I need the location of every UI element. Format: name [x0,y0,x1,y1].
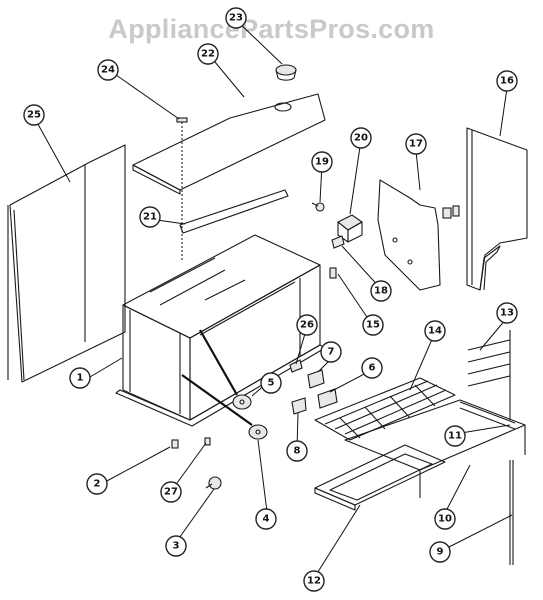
callout-5: 5 [260,372,282,394]
part-22-top-panel [132,93,326,195]
watermark: AppliancePartsPros.com [108,14,435,44]
part-10-base [344,399,526,498]
callout-9: 9 [429,541,451,563]
part-16-panel [466,127,528,291]
callout-12: 12 [303,570,325,592]
callout-1: 1 [69,367,91,389]
callout-label: 26 [300,320,314,331]
callout-label: 27 [164,487,178,498]
leader-lines [33,19,513,576]
callout-label: 14 [428,326,442,337]
part-12-grille [314,444,446,511]
part-11-rail [459,401,516,430]
part-23-cap [275,64,297,81]
part-21-rail [179,189,289,234]
callout-label: 13 [500,308,514,319]
part-27-clip [204,437,211,446]
cords [181,329,253,426]
callout-label: 21 [143,212,157,223]
callout-4: 4 [255,508,277,530]
part-24-clip [176,117,188,260]
callout-label: 18 [374,286,388,297]
part-17-plate [377,179,460,291]
callout-label: 17 [409,139,423,150]
callout-17: 17 [405,133,427,155]
callout-6: 6 [361,357,383,379]
callout-label: 25 [27,110,41,121]
callout-label: 3 [173,541,180,552]
callout-label: 8 [294,446,301,457]
callout-25: 25 [23,104,45,126]
callout-24: 24 [97,59,119,81]
part-9-strip [509,460,514,565]
callout-label: 24 [101,65,115,76]
callout-label: 20 [354,133,368,144]
callout-label: 12 [307,576,321,587]
callout-label: 5 [268,378,275,389]
part-14-grille [314,377,456,441]
callout-18: 18 [370,280,392,302]
part-15-clip [329,267,337,279]
callout-16: 16 [496,70,518,92]
callout-8: 8 [286,440,308,462]
part-2-clip [171,439,179,449]
callout-label: 2 [94,479,101,490]
part-5-bracket [232,394,252,410]
part-20-box [336,214,364,243]
callout-13: 13 [496,302,518,324]
part-7-plate [307,369,325,389]
callout-label: 6 [369,363,376,374]
callout-label: 10 [438,514,452,525]
callout-label: 22 [201,49,215,60]
part-1-cabinet [115,234,326,427]
callout-label: 16 [500,76,514,87]
callout-label: 1 [77,373,84,384]
callout-label: 4 [263,514,270,525]
part-6-plate [317,388,338,409]
callout-20: 20 [350,127,372,149]
callout-26: 26 [296,314,318,336]
part-18-clip [331,235,345,249]
part-3-fastener [205,476,222,490]
callout-label: 11 [448,431,462,442]
callout-23: 23 [225,7,247,29]
part-25-side-panel [7,144,126,383]
callout-14: 14 [424,320,446,342]
part-8-plate [291,397,307,415]
callout-label: 7 [328,347,335,358]
callout-19: 19 [311,151,333,173]
part-19-screw [311,202,325,212]
callout-2: 2 [86,473,108,495]
callout-11: 11 [444,425,466,447]
callout-7: 7 [320,341,342,363]
callout-15: 15 [362,314,384,336]
callout-label: 9 [437,547,444,558]
callout-label: 23 [229,13,243,24]
callout-21: 21 [139,206,161,228]
callout-10: 10 [434,508,456,530]
part-4-bracket [248,424,268,440]
callout-label: 19 [315,157,329,168]
callout-label: 15 [366,320,380,331]
callout-3: 3 [165,535,187,557]
callout-27: 27 [160,481,182,503]
callout-22: 22 [197,43,219,65]
part-13-rails [467,330,511,420]
